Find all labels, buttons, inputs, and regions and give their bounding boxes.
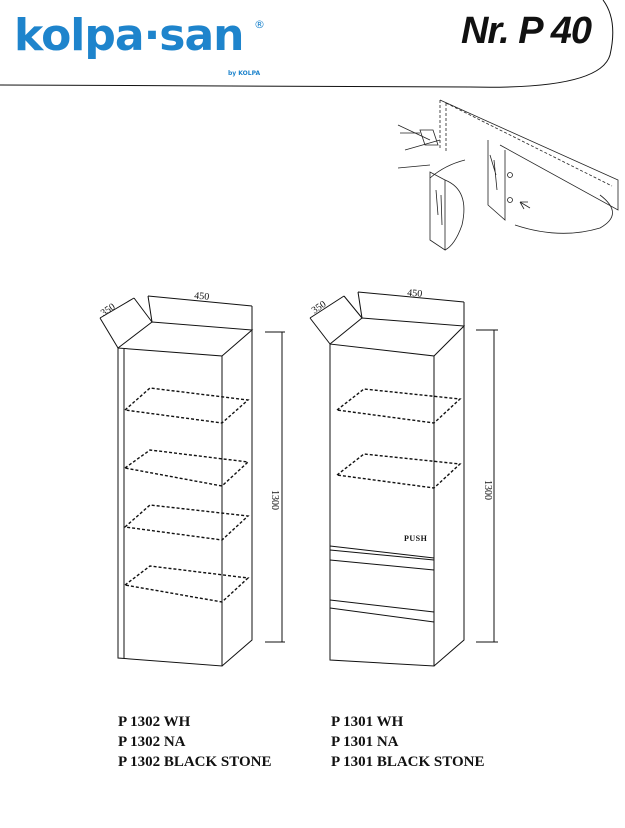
product-code: P 1302 NA xyxy=(118,734,186,750)
cabinet-left-width: 450 xyxy=(194,291,210,303)
brand-subtitle: by KOLPA xyxy=(228,70,261,77)
header-divider xyxy=(0,0,614,88)
product-code: P 1301 WH xyxy=(331,714,404,730)
cabinet-left-height: 1300 xyxy=(269,490,280,510)
brand-logo: kolpa·san ® by KOLPA xyxy=(14,10,265,78)
brand-name: kolpa·san xyxy=(14,10,245,61)
cabinet-right-height: 1300 xyxy=(482,480,493,500)
cabinet-right-width: 450 xyxy=(407,288,423,300)
cabinet-right-codes: P 1301 WH P 1301 NA P 1301 BLACK STONE xyxy=(331,712,485,772)
cabinet-left-depth: 350 xyxy=(99,301,118,319)
mounting-detail-icon xyxy=(397,99,619,251)
product-code: P 1301 BLACK STONE xyxy=(331,754,485,770)
document-number: Nr. P 40 xyxy=(460,10,592,52)
product-code: P 1301 NA xyxy=(331,734,399,750)
product-code: P 1302 WH xyxy=(118,714,191,730)
cabinet-right-depth: 350 xyxy=(310,299,329,317)
cabinet-right-drawing xyxy=(309,291,498,667)
product-code: P 1302 BLACK STONE xyxy=(118,754,272,770)
cabinet-left-codes: P 1302 WH P 1302 NA P 1302 BLACK STONE xyxy=(118,712,272,772)
registered-mark: ® xyxy=(254,18,265,31)
push-label: PUSH xyxy=(404,534,428,543)
cabinet-left-drawing xyxy=(99,295,285,667)
